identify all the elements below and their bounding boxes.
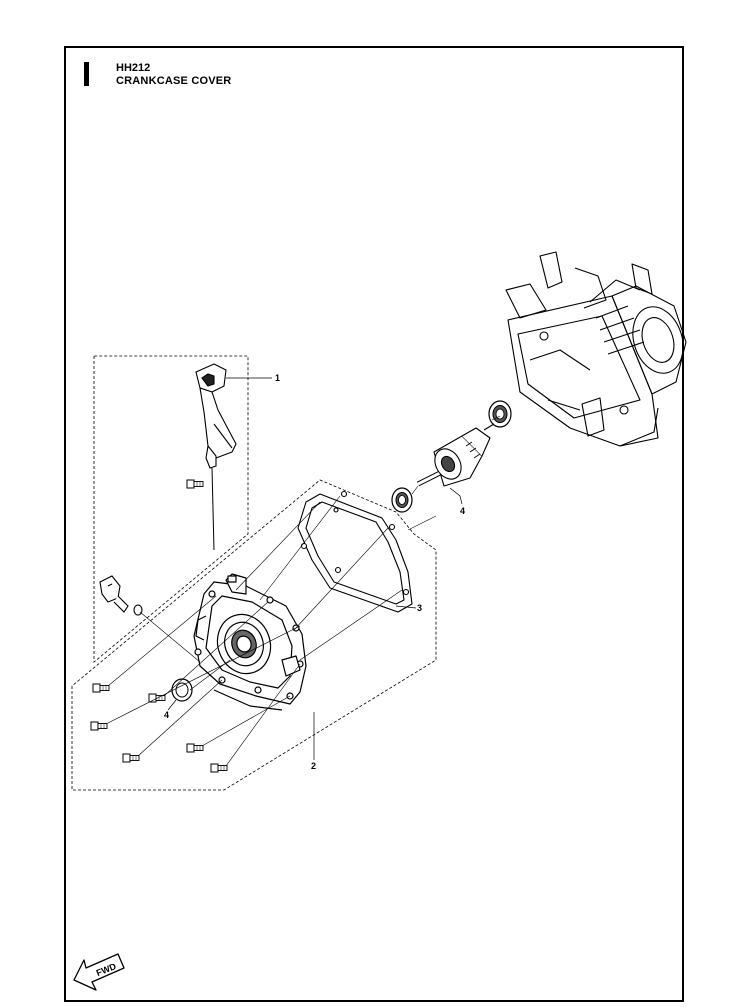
dipstick-group-outline	[93, 355, 249, 663]
section-marker	[84, 62, 89, 86]
drain-plug	[99, 575, 143, 616]
cover-bolt-5	[186, 743, 204, 753]
cover-group-outline	[71, 479, 437, 791]
dipstick	[195, 363, 237, 551]
callout-2-cover: 2	[311, 761, 316, 771]
cover-bolt-2	[90, 721, 108, 731]
cover-bolt-4	[122, 753, 140, 763]
model-code: HH212	[116, 62, 151, 74]
bearing-upper	[488, 400, 512, 428]
callout-leaders	[167, 377, 463, 760]
crankcase-cover	[193, 573, 307, 711]
page-border	[64, 46, 684, 1002]
callout-3-gasket: 3	[417, 603, 422, 613]
callout-4-bearing-lower: 4	[164, 710, 169, 720]
gasket	[297, 490, 413, 613]
callout-4-bearing-upper: 4	[460, 506, 465, 516]
crankshaft-assembly	[416, 423, 495, 487]
fwd-arrow-icon: FWD	[73, 953, 125, 991]
dipstick-bolt	[186, 479, 204, 489]
assembly-guide-lines	[105, 415, 501, 767]
page-title: CRANKCASE COVER	[116, 75, 232, 87]
cover-bolt-1	[92, 683, 110, 693]
callout-1-dipstick: 1	[275, 373, 280, 383]
cover-bolt-6	[210, 763, 228, 773]
engine-block	[505, 251, 687, 447]
bearing-lower-crankside	[391, 487, 413, 513]
